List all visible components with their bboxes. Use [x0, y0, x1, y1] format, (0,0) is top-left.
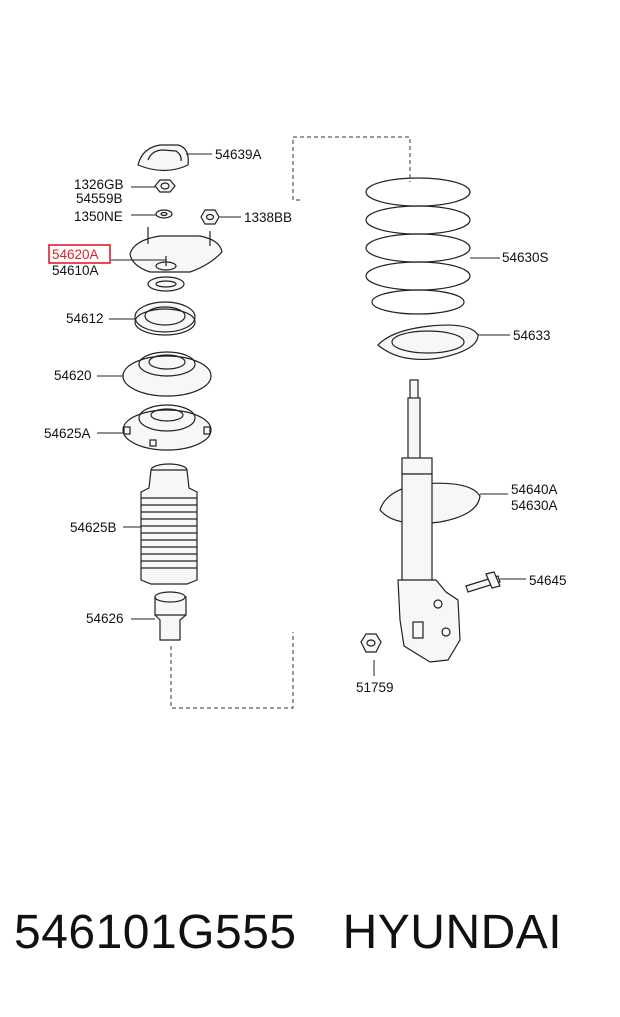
- strut-assembly-54640A[interactable]: [379, 379, 508, 663]
- label-1326GB[interactable]: 1326GB: [74, 177, 124, 192]
- spring-pad-54633[interactable]: [377, 324, 510, 361]
- label-54626[interactable]: 54626: [86, 611, 124, 626]
- label-1338BB[interactable]: 1338BB: [244, 210, 292, 225]
- label-54559B[interactable]: 54559B: [76, 191, 123, 206]
- assembly-bracket-bottom: [170, 632, 294, 709]
- footer-part-number: 546101G555: [14, 906, 297, 959]
- nut-51759[interactable]: [360, 633, 382, 676]
- label-1350NE[interactable]: 1350NE: [74, 209, 123, 224]
- label-51759[interactable]: 51759: [356, 680, 394, 695]
- label-54640A[interactable]: 54640A: [511, 482, 558, 497]
- footer-brand: HYUNDAI: [342, 906, 563, 959]
- label-54630S[interactable]: 54630S: [502, 250, 549, 265]
- spring-seat-54620[interactable]: [97, 351, 212, 397]
- label-54645[interactable]: 54645: [529, 573, 567, 588]
- label-54639A[interactable]: 54639A: [215, 147, 262, 162]
- bolt-54645[interactable]: [465, 571, 526, 593]
- label-54625B[interactable]: 54625B: [70, 520, 117, 535]
- insulator-54625A[interactable]: [97, 404, 212, 451]
- bump-stop-54626[interactable]: [131, 591, 187, 641]
- dust-boot-54625B[interactable]: [123, 463, 198, 585]
- label-54612[interactable]: 54612: [66, 311, 104, 326]
- bearing-54612[interactable]: [109, 301, 196, 336]
- nut-1326GB[interactable]: [131, 179, 176, 193]
- highlight-box-54620A: [48, 244, 111, 264]
- footer-caption: 546101G555 HYUNDAI: [14, 905, 614, 975]
- washer-1350NE[interactable]: [131, 209, 173, 219]
- nut-1338BB[interactable]: [200, 209, 241, 225]
- label-54620[interactable]: 54620: [54, 368, 92, 383]
- strut-mount-54610A[interactable]: [111, 227, 223, 292]
- coil-spring-54630S[interactable]: [365, 177, 500, 315]
- assembly-bracket-top: [292, 136, 411, 201]
- label-54630A[interactable]: 54630A: [511, 498, 558, 513]
- label-54610A[interactable]: 54610A: [52, 263, 99, 278]
- label-54625A[interactable]: 54625A: [44, 426, 91, 441]
- label-54620A[interactable]: 54620A: [52, 247, 99, 262]
- cap-54639A[interactable]: [137, 144, 212, 172]
- label-54633[interactable]: 54633: [513, 328, 551, 343]
